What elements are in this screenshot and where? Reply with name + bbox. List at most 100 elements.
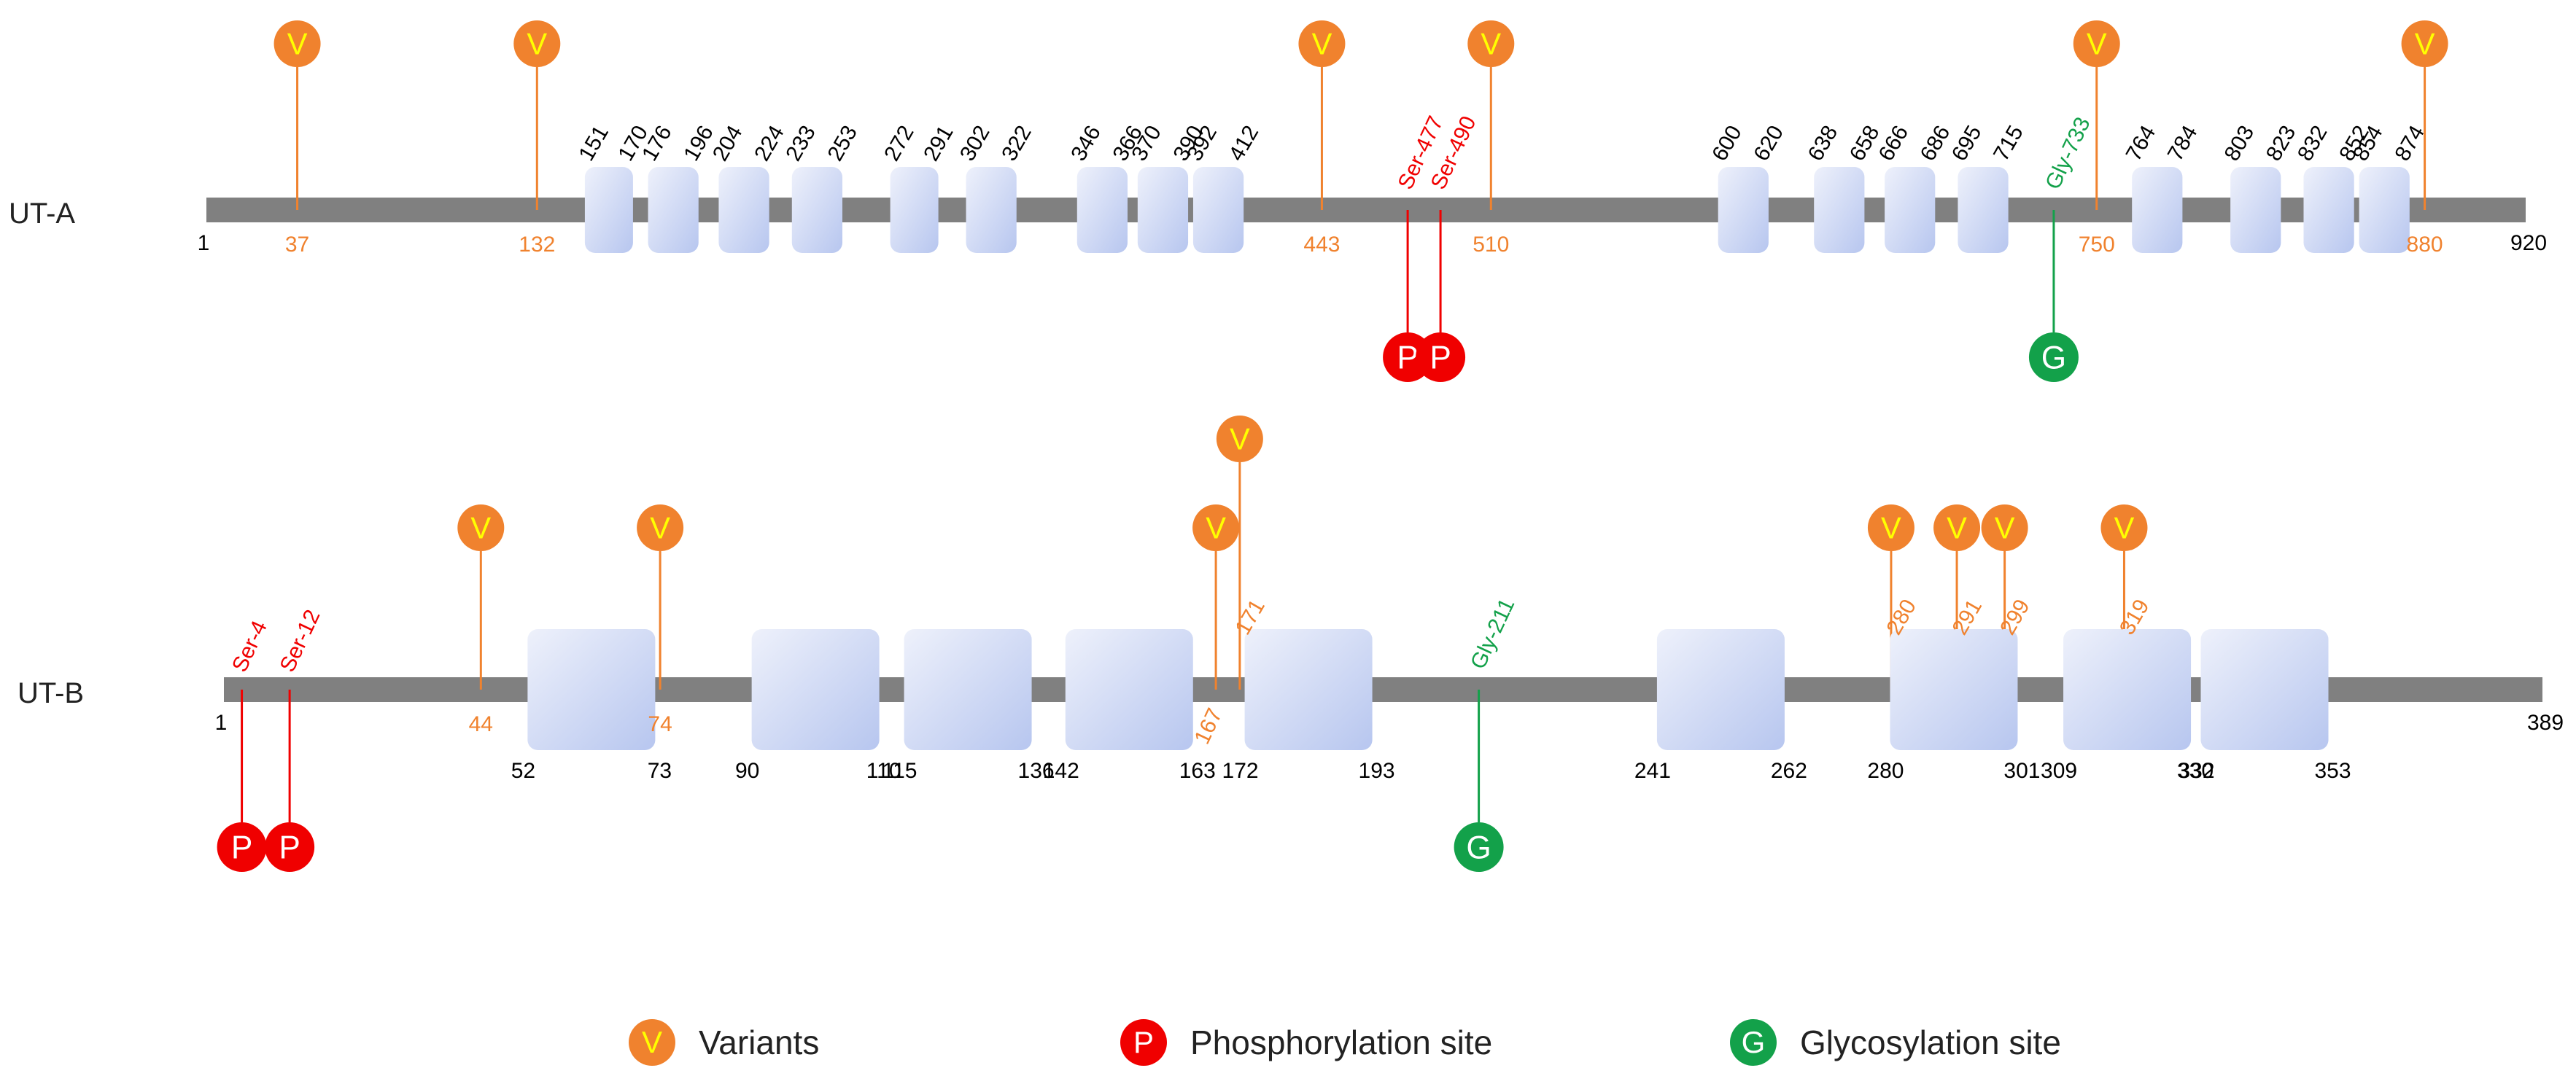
transmembrane-segment xyxy=(2063,629,2192,750)
variant-marker-icon xyxy=(1216,416,1263,462)
legend-label: Glycosylation site xyxy=(1800,1024,2061,1061)
variant-marker-letter: V xyxy=(1206,510,1226,545)
variant-marker-icon xyxy=(457,504,505,551)
tm-end-label: 110 xyxy=(866,759,901,783)
variant-marker-letter: V xyxy=(1947,510,1967,545)
tm-start-label: 600 xyxy=(1707,122,1747,165)
tm-start-label: 309 xyxy=(2041,759,2077,783)
variant-marker-icon xyxy=(1467,20,1515,67)
tm-start-label: 695 xyxy=(1947,122,1987,165)
legend-label: Variants xyxy=(699,1024,819,1061)
variant-marker-letter: V xyxy=(470,510,491,545)
tm-end-label: 196 xyxy=(679,122,718,165)
transmembrane-segment xyxy=(1065,629,1193,750)
terminus-end-label: 389 xyxy=(2527,711,2564,735)
variant-position-label: 37 xyxy=(285,233,309,257)
phosphorylation-marker-letter: P xyxy=(1429,340,1451,375)
transmembrane-segment xyxy=(584,167,633,253)
variant-marker-letter: V xyxy=(527,26,547,61)
tm-start-label: 803 xyxy=(2220,122,2259,165)
variant-marker-icon xyxy=(1192,504,1240,551)
transmembrane-segment xyxy=(1076,167,1128,253)
variant-marker-letter: V xyxy=(2087,26,2107,61)
phosphorylation-marker-letter: P xyxy=(1397,340,1418,375)
tm-end-label: 658 xyxy=(1845,122,1885,165)
glyco-site-label: Gly-211 xyxy=(1466,595,1519,673)
legend-symbol: G xyxy=(1742,1025,1766,1059)
tm-start-label: 666 xyxy=(1874,122,1914,165)
transmembrane-segment xyxy=(791,167,842,253)
variant-marker-icon xyxy=(2100,504,2148,551)
tm-start-label: 832 xyxy=(2293,122,2332,165)
backbone-layer xyxy=(206,198,2542,702)
variant-marker-letter: V xyxy=(650,510,670,545)
tm-end-label: 262 xyxy=(1771,759,1807,783)
phosphorylation-marker-icon xyxy=(1120,1019,1167,1066)
transmembrane-segment xyxy=(1718,167,1769,253)
tm-end-label: 784 xyxy=(2163,122,2203,165)
tm-start-label: 115 xyxy=(882,759,917,783)
phosphorylation-marker-icon xyxy=(217,822,267,872)
phospho-site-label: Ser-12 xyxy=(276,606,325,676)
transmembrane-segment xyxy=(1192,167,1244,253)
variant-position-label: 880 xyxy=(2407,233,2443,257)
variant-marker-icon xyxy=(2401,20,2448,67)
transmembrane-segment xyxy=(527,629,656,750)
transmembrane-segment xyxy=(890,167,939,253)
tm-end-label: 73 xyxy=(648,759,672,783)
tm-end-label: 686 xyxy=(1916,122,1955,165)
transmembrane-segment xyxy=(966,167,1017,253)
tm-start-label: 52 xyxy=(511,759,535,783)
tm-start-label: 176 xyxy=(637,122,677,165)
tm-end-label: 715 xyxy=(1989,122,2028,165)
tm-start-label: 241 xyxy=(1634,759,1671,783)
terminus-end-label: 920 xyxy=(2510,231,2547,255)
phosphorylation-marker-letter: P xyxy=(279,830,300,865)
tm-start-label: 90 xyxy=(735,759,759,783)
transmembrane-segment xyxy=(2132,167,2183,253)
glycosylation-marker-icon xyxy=(2028,332,2079,382)
variant-marker-icon xyxy=(1933,504,1981,551)
tm-end-label: 823 xyxy=(2262,122,2301,165)
tm-start-label: 142 xyxy=(1043,759,1079,783)
transmembrane-segment xyxy=(648,167,699,253)
phosphorylation-marker-letter: P xyxy=(231,830,252,865)
variant-marker-letter: V xyxy=(287,26,308,61)
variant-marker-icon xyxy=(513,20,561,67)
tm-end-label: 301 xyxy=(2003,759,2040,783)
phospho-site-label: Ser-4 xyxy=(228,617,272,676)
variant-marker-icon xyxy=(629,1019,675,1066)
tm-end-label: 353 xyxy=(2314,759,2351,783)
phosphorylation-marker-icon xyxy=(265,822,315,872)
legend-symbol: P xyxy=(1133,1025,1154,1059)
transmembrane-segment xyxy=(2230,167,2281,253)
transmembrane-segment xyxy=(2359,167,2410,253)
transmembrane-segment xyxy=(1958,167,2009,253)
transmembrane-segment xyxy=(904,629,1032,750)
tm-start-label: 233 xyxy=(781,122,820,165)
tm-start-label: 332 xyxy=(2178,759,2214,783)
glycosylation-marker-icon xyxy=(1730,1019,1777,1066)
transmembrane-segment xyxy=(2303,167,2354,253)
transmembrane-segment xyxy=(1814,167,1865,253)
variant-position-label: 750 xyxy=(2079,233,2115,257)
tm-end-label: 163 xyxy=(1179,759,1216,783)
tm-end-label: 136 xyxy=(1018,759,1055,783)
tm-start-label: 302 xyxy=(955,122,995,165)
variant-position-label: 167 xyxy=(1190,705,1227,748)
variant-marker-icon xyxy=(1298,20,1346,67)
glycosylation-marker-icon xyxy=(1454,822,1504,872)
tm-start-label: 346 xyxy=(1066,122,1106,165)
tm-start-label: 272 xyxy=(880,122,919,165)
variant-position-label: 510 xyxy=(1473,233,1509,257)
legend-symbol: V xyxy=(642,1025,662,1059)
variant-marker-letter: V xyxy=(2114,510,2135,545)
variant-marker-icon xyxy=(1981,504,2028,551)
transmembrane-segment xyxy=(1890,629,2018,750)
tm-end-label: 224 xyxy=(750,122,789,165)
variant-position-label: 443 xyxy=(1303,233,1340,257)
variant-position-label: 132 xyxy=(519,233,555,257)
variant-marker-icon xyxy=(2073,20,2120,67)
variant-marker-icon xyxy=(273,20,321,67)
